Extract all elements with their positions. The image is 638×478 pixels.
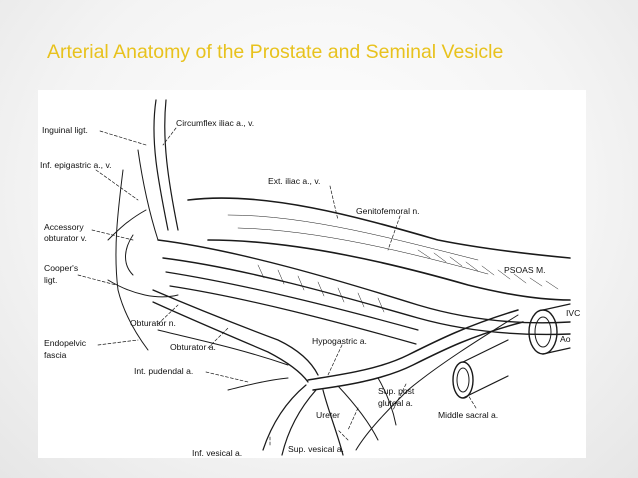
label-genitofemoral: Genitofemoral n.	[356, 206, 420, 216]
diagram-labels: Inguinal ligt. Circumflex iliac a., v. I…	[40, 118, 580, 458]
aorta-ivc	[452, 303, 571, 399]
label-endopelvic-line2: fascia	[44, 350, 67, 360]
obturator-vessels	[152, 289, 319, 383]
label-obturator-n: Obturator n.	[130, 318, 176, 328]
circumflex-vessels	[107, 99, 179, 276]
ureter	[355, 314, 519, 451]
leader-lines	[77, 127, 477, 446]
label-inf-vesical: Inf. vesical a.	[192, 448, 242, 458]
label-hypogastric: Hypogastric a.	[312, 336, 367, 346]
label-endopelvic-line1: Endopelvic	[44, 338, 87, 348]
label-middle-sacral: Middle sacral a.	[438, 410, 498, 420]
label-sup-post-gluteal-line2: gluteal a.	[378, 398, 413, 408]
pelvic-wall	[107, 169, 179, 351]
label-inguinal-ligt: Inguinal ligt.	[42, 125, 88, 135]
label-obturator-a: Obturator a.	[170, 342, 216, 352]
hypogastric-branches	[227, 309, 524, 456]
label-circumflex-iliac: Circumflex iliac a., v.	[176, 118, 254, 128]
psoas-muscle	[187, 197, 571, 301]
label-sup-vesical: Sup. vesical a.	[288, 444, 344, 454]
label-coopers-ligt-line2: ligt.	[44, 275, 57, 285]
label-ureter: Ureter	[316, 410, 340, 420]
label-inf-epigastric: Inf. epigastric a., v.	[40, 160, 112, 170]
label-coopers-ligt-line1: Cooper's	[44, 263, 78, 273]
label-sup-post-gluteal-line1: Sup. post	[378, 386, 415, 396]
anatomy-diagram: Inguinal ligt. Circumflex iliac a., v. I…	[38, 90, 586, 458]
label-psoas: PSOAS M.	[504, 265, 546, 275]
label-ao: Ao	[560, 334, 571, 344]
label-int-pudendal: Int. pudendal a.	[134, 366, 193, 376]
external-iliac-vessels	[157, 239, 571, 345]
label-accessory-obturator-line2: obturator v.	[44, 233, 87, 243]
slide-title: Arterial Anatomy of the Prostate and Sem…	[47, 41, 504, 63]
label-accessory-obturator-line1: Accessory	[44, 222, 84, 232]
label-ext-iliac: Ext. iliac a., v.	[268, 176, 320, 186]
label-ivc: IVC	[566, 308, 580, 318]
